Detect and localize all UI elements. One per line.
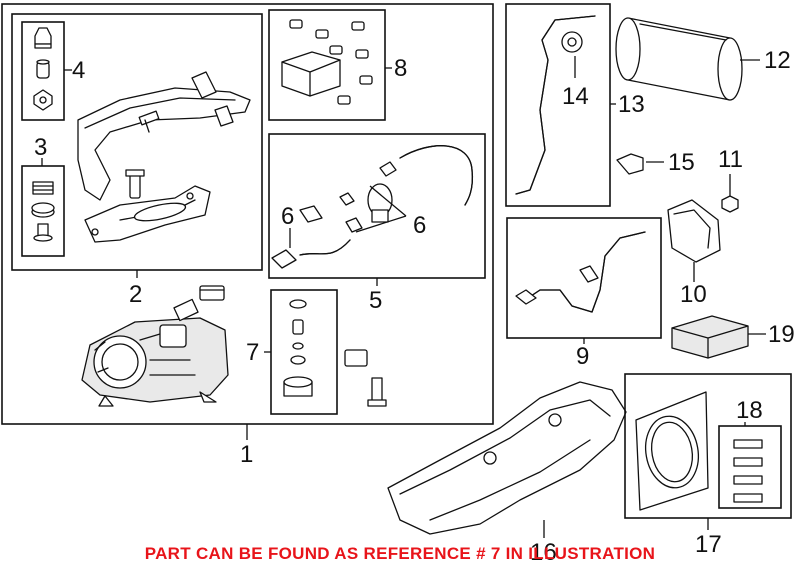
part-18-studs <box>733 439 763 503</box>
callout-11: 11 <box>718 146 743 173</box>
part-17-gasket <box>635 391 709 511</box>
callout-8: 8 <box>394 55 407 82</box>
callout-12: 12 <box>764 47 791 74</box>
part-1-compressor <box>81 285 229 407</box>
callout-19: 19 <box>768 321 795 348</box>
part-11-nut <box>721 195 739 213</box>
callout-numbers: 1 2 3 4 5 6 6 7 8 9 10 11 12 13 14 15 16… <box>34 47 795 566</box>
callout-4: 4 <box>72 57 85 84</box>
group-9-frame <box>506 217 662 339</box>
group-13-frame <box>505 3 611 207</box>
callout-14: 14 <box>562 83 589 110</box>
callout-6a: 6 <box>281 203 294 230</box>
callout-5: 5 <box>369 287 382 314</box>
callout-10: 10 <box>680 281 707 308</box>
reference-note: PART CAN BE FOUND AS REFERENCE # 7 IN IL… <box>145 544 656 563</box>
callout-2: 2 <box>129 281 142 308</box>
part-9-sensor-line <box>515 231 646 313</box>
part-16-heat-shield <box>387 381 627 535</box>
group-8-frame <box>268 9 386 121</box>
callout-16: 16 <box>530 539 557 566</box>
callout-9: 9 <box>576 343 589 370</box>
part-8-bracket-and-bolts <box>281 19 373 105</box>
part-19-control-module <box>671 315 749 359</box>
callout-13: 13 <box>618 91 645 118</box>
part-10-bracket <box>667 199 721 263</box>
part-12-air-reservoir <box>615 17 743 101</box>
part-2-bracket-assembly <box>77 71 251 243</box>
leader-lines <box>41 56 766 538</box>
part-15-clip <box>616 153 644 175</box>
callout-6b: 6 <box>413 212 426 239</box>
group-18-frame <box>718 425 782 509</box>
callout-15: 15 <box>668 149 695 176</box>
callout-7: 7 <box>246 339 259 366</box>
part-4-bushing-set <box>33 27 53 111</box>
part-5-air-lines <box>271 145 474 269</box>
callout-17: 17 <box>695 531 722 558</box>
part-13-line-and-grommet <box>515 15 596 195</box>
callout-3: 3 <box>34 134 47 161</box>
part-7-connector-set <box>283 299 387 407</box>
part-3-mount-set <box>31 181 55 242</box>
callout-1: 1 <box>240 441 253 468</box>
callout-18: 18 <box>736 397 763 424</box>
